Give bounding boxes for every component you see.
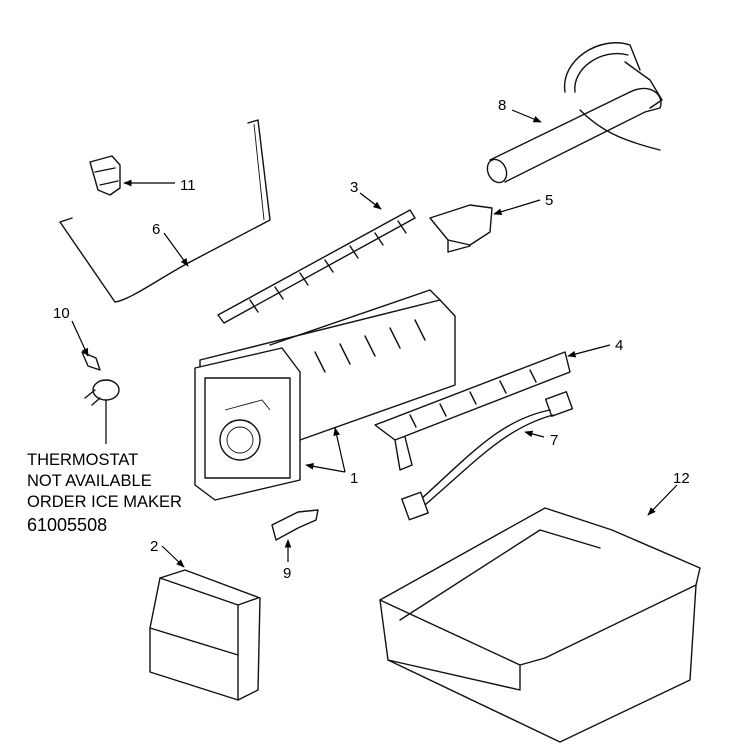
leader-lines — [71, 109, 678, 568]
callout-6: 6 — [152, 221, 160, 238]
callout-10: 10 — [53, 305, 70, 322]
callout-3: 3 — [350, 179, 358, 196]
callout-12: 12 — [673, 470, 690, 487]
shut-off-arm — [59, 119, 271, 303]
wire-harness — [401, 391, 574, 521]
mounting-bracket — [271, 509, 319, 541]
note-line-order: ORDER ICE MAKER — [27, 493, 182, 511]
callout-5: 5 — [545, 192, 553, 209]
thermostat — [81, 351, 120, 406]
ice-bucket — [379, 507, 701, 743]
front-cover — [149, 569, 261, 701]
note-line-not-available: NOT AVAILABLE — [27, 472, 152, 490]
mold-cover — [374, 351, 571, 471]
ejector — [217, 209, 416, 324]
callout-8: 8 — [498, 97, 506, 114]
callout-1: 1 — [350, 470, 358, 487]
note-part-number: 61005508 — [27, 515, 108, 535]
callout-2: 2 — [150, 538, 158, 555]
callout-7: 7 — [550, 432, 558, 449]
callout-11: 11 — [180, 177, 196, 194]
callout-9: 9 — [283, 565, 291, 582]
thermostat-note: THERMOSTAT NOT AVAILABLE ORDER ICE MAKER… — [27, 450, 182, 536]
bracket — [429, 204, 493, 253]
fill-tube — [486, 42, 663, 184]
callout-4: 4 — [615, 337, 623, 354]
ice-maker-body — [194, 289, 456, 501]
callout-labels: 1 2 3 4 5 6 7 8 9 10 11 12 — [53, 97, 690, 582]
clip — [89, 155, 121, 196]
note-line-thermostat: THERMOSTAT — [27, 451, 139, 469]
